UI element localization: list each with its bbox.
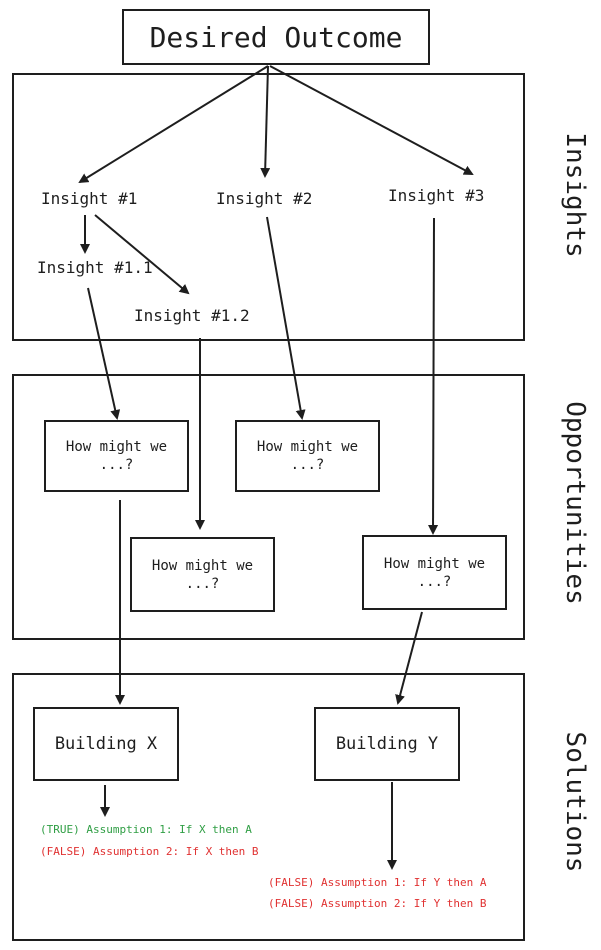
desired-outcome-title: Desired Outcome (149, 20, 403, 54)
assumption-y-1: (FALSE) Assumption 1: If Y then A (268, 876, 487, 889)
insight-2: Insight #2 (216, 189, 313, 208)
arrow-outcome-to-insight-1 (78, 65, 269, 184)
building-x-box: Building X (33, 707, 179, 781)
assumption-x-2: (FALSE) Assumption 2: If X then B (40, 845, 259, 858)
arrow-outcome-to-insight-2 (260, 65, 271, 178)
opportunities-section (12, 374, 525, 640)
hmw-box-4: How might we ...? (362, 535, 507, 610)
hmw-box-2: How might we ...? (235, 420, 380, 492)
section-label-solutions: Solutions (560, 731, 590, 873)
insight-3: Insight #3 (388, 186, 485, 205)
desired-outcome-box: Desired Outcome (122, 9, 430, 65)
insights-section (12, 73, 525, 341)
arrow-insight-1-1-to-hmw-1 (87, 287, 121, 420)
arrow-insight-2-to-hmw-2 (266, 216, 306, 420)
insight-1: Insight #1 (41, 189, 138, 208)
building-y-box: Building Y (314, 707, 460, 781)
hmw-box-1: How might we ...? (44, 420, 189, 492)
arrow-insight-1-to-1-2 (94, 214, 190, 295)
assumption-x-1: (TRUE) Assumption 1: If X then A (40, 823, 252, 836)
insight-1-1: Insight #1.1 (37, 258, 153, 277)
arrow-hmw-4-to-building-y (395, 611, 423, 705)
section-label-insights: Insights (560, 132, 590, 258)
assumption-y-2: (FALSE) Assumption 2: If Y then B (268, 897, 487, 910)
arrow-outcome-to-insight-3 (269, 65, 474, 175)
hmw-box-3: How might we ...? (130, 537, 275, 612)
insight-1-2: Insight #1.2 (134, 306, 250, 325)
section-label-opportunities: Opportunities (560, 401, 590, 605)
solutions-section (12, 673, 525, 941)
